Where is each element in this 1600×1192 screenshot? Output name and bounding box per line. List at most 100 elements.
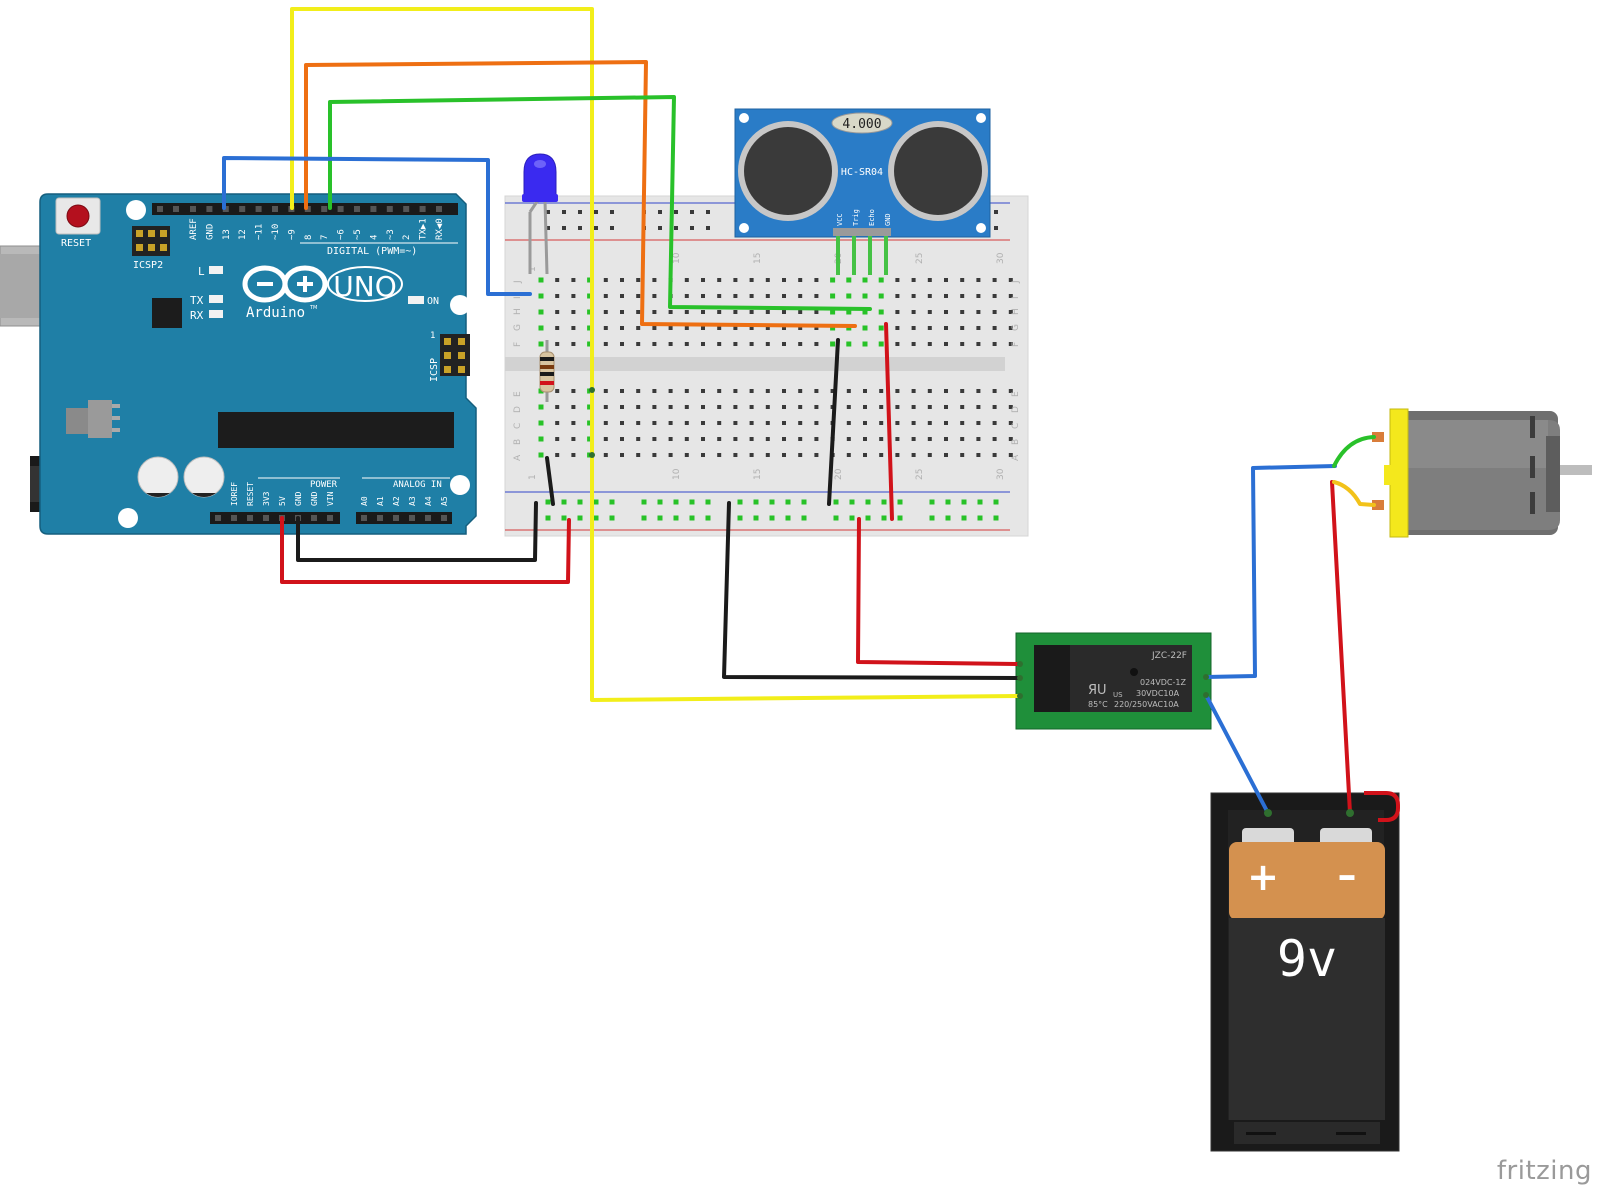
power-pin-label: RESET [246,482,255,506]
receiver-transducer [888,121,988,221]
breadboard: 1 10 15 20 25 30 1 10 15 20 25 30 J I H … [504,195,1029,537]
digital-pin-label: ~6 [337,229,347,240]
wire-black-relay-gnd [722,501,1022,680]
wire-black-resistor-gnd [545,456,555,506]
row-letter-a-right: A [1011,454,1021,461]
digital-pin-label: RX◀0 [435,218,445,240]
wire-black-sensor-gnd [827,338,840,506]
analog-pin-label: A0 [360,496,369,506]
digital-pin-label: 8 [304,235,314,240]
wire-endpoints [589,387,1354,817]
relay-cert-us: US [1113,691,1123,699]
voltage-regulator [66,408,88,434]
atmega-chip [218,412,454,448]
digital-pin-label: ~11 [255,224,265,240]
col-number-top-30: 30 [996,252,1006,264]
relay-spec-ac: 220/250VAC10A [1114,700,1179,709]
wire-orange-trig [304,60,857,328]
power-pin-label: 5V [278,496,287,506]
battery-plus-terminal [1242,828,1294,846]
reset-button[interactable] [55,197,101,235]
row-letter-e-right: E [1011,391,1021,397]
battery-minus-terminal [1320,828,1372,846]
col-number-bottom-25: 25 [915,469,925,480]
breadboard-connected-holes [538,277,999,521]
arduino-infinity-logo [242,265,328,303]
motor-lead-yellow [1332,480,1376,507]
fritzing-logo: fritzing [1496,1156,1592,1186]
tx-led-label: TX [190,294,204,307]
usb-chip [152,298,182,328]
wire-black-gnd [296,501,538,562]
wire-yellow-signal [290,7,1022,702]
uno-label: UNO [333,270,396,303]
wire-blue-relay-motor [1204,464,1337,679]
analog-label: ANALOG IN [393,480,442,490]
hc-sr04-sensor: 4.000 HC-SR04 VCC Trig Echo GND [734,108,991,275]
wires [222,7,1376,815]
analog-pin-label: A4 [424,496,433,506]
digital-pin-label: GND [205,224,215,240]
wire-green-echo [328,95,872,311]
row-letter-i-right: I [1011,296,1021,299]
row-letter-d-right: D [1011,406,1021,413]
wire-red-sensor-vcc [884,322,894,521]
l-led-label: L [198,265,205,278]
analog-pin-label: A2 [392,496,401,506]
battery-plus-label: + [1247,855,1279,899]
relay-spec-dc: 30VDC10A [1136,689,1180,698]
pin-label-echo: Echo [868,209,876,226]
crystal-label: 4.000 [842,117,881,132]
analog-pin-label: A5 [440,496,449,506]
row-letter-c-right: C [1011,423,1021,429]
digital-pin-label: 7 [320,235,330,240]
power-label: POWER [310,480,338,490]
digital-pin-label: AREF [189,218,199,240]
col-number-bottom-15: 15 [753,469,763,480]
col-number-top-1: 1 [528,266,538,272]
power-pin-label: GND [294,491,303,506]
motor-shaft [1560,465,1592,475]
capacitor-left [137,456,179,498]
row-letter-c-left: C [513,423,523,429]
relay-spec-coil: 024VDC-1Z [1140,678,1186,687]
battery-minus-label: – [1338,853,1357,897]
row-letter-j-left: J [513,280,523,284]
row-letter-g-right: G [1011,324,1021,331]
row-letter-i-left: I [513,296,523,299]
power-pin-label: VIN [326,491,335,506]
row-letter-f-left: F [513,342,523,347]
digital-pin-label: ~10 [271,224,281,240]
wire-red-5v [280,516,571,584]
col-number-top-15: 15 [753,253,763,264]
battery-9v: + – 9v [1210,791,1400,1152]
uno-badge [327,266,403,302]
wire-blue-relay-battery [1204,693,1270,815]
analog-header[interactable] [356,512,452,524]
breadboard-row-letters: J I H G F E D C B A J I H G F E D C B A [513,280,1021,461]
relay-spec-temp: 85°C [1088,700,1108,709]
icsp2-header [132,226,170,256]
capacitor-right [183,456,225,498]
digital-pin-label: 2 [402,235,412,240]
row-letter-h-right: H [1011,308,1021,315]
row-letter-b-left: B [513,439,523,445]
wire-red-relay-vcc [856,517,1022,666]
col-number-top-10: 10 [672,252,682,264]
power-header[interactable] [210,512,340,524]
arduino-brand-label: Arduino [246,305,305,321]
digital-pin-label: ~5 [353,229,363,240]
col-number-bottom-30: 30 [996,468,1006,480]
sensor-model-label: HC-SR04 [841,167,883,178]
row-letter-h-left: H [513,308,523,315]
resistor [539,340,555,402]
relay-cert-ru: ЯU [1088,683,1107,698]
wire-red-battery-motor [1330,480,1352,815]
on-led-label: ON [427,296,439,307]
blue-led [522,153,558,275]
col-number-bottom-1: 1 [528,474,538,480]
power-pin-label: 3V3 [262,491,271,506]
